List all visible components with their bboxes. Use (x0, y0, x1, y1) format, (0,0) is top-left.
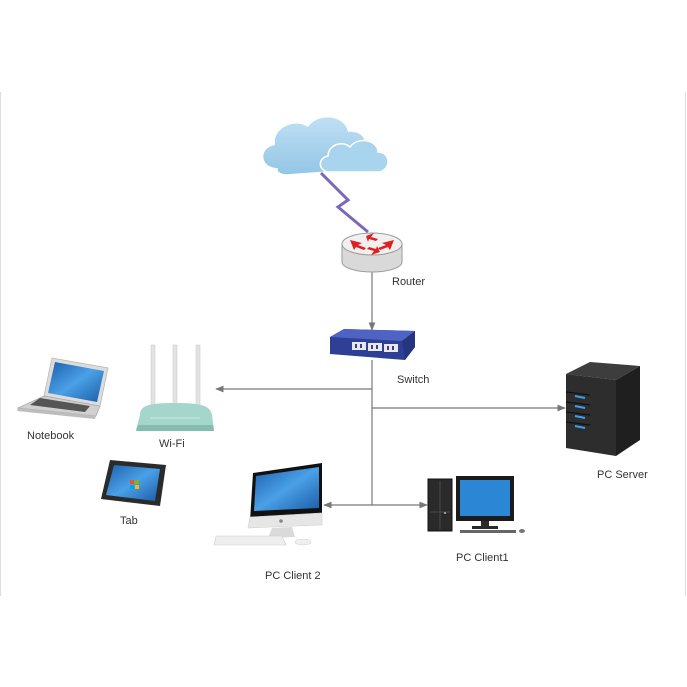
server-tower-icon (565, 362, 640, 456)
notebook-label: Notebook (27, 430, 75, 442)
router-icon (341, 232, 403, 273)
tablet-icon (101, 460, 166, 506)
switch-label: Switch (397, 374, 430, 386)
diagram-frame (0, 92, 686, 596)
internet-cloud-icon (263, 117, 389, 175)
laptop-icon (16, 357, 109, 419)
lightning-link-icon (319, 171, 369, 234)
wifi-router-icon (136, 344, 214, 431)
tab-label: Tab (120, 515, 138, 527)
connectors (215, 272, 566, 509)
all-in-one-desktop-icon (213, 463, 323, 546)
pc-client-2-label: PC Client 2 (265, 570, 321, 582)
pc-client-1-label: PC Client1 (456, 552, 509, 564)
pc-server-label: PC Server (597, 469, 648, 481)
wifi-label: Wi-Fi (159, 438, 185, 450)
router-label: Router (392, 276, 426, 288)
network-switch-icon (330, 329, 415, 360)
desktop-tower-icon (427, 476, 525, 533)
